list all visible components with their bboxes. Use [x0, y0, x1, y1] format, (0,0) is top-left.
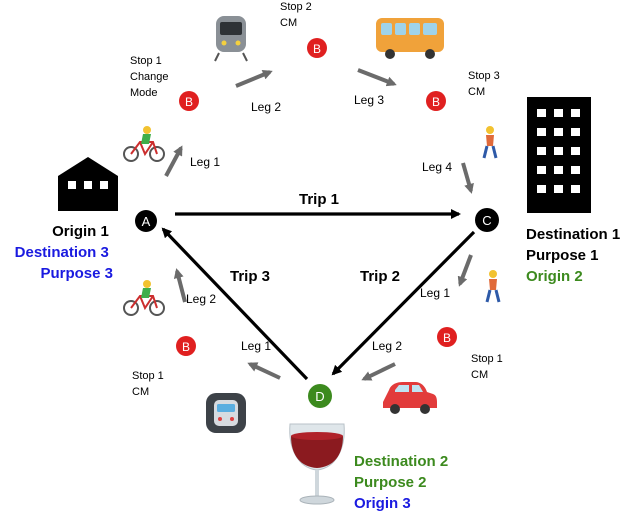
stop-node-trip1-stop1: B: [179, 91, 199, 111]
stop-node-trip1-stop2: B: [307, 38, 327, 58]
svg-text:B: B: [182, 340, 190, 354]
svg-text:B: B: [443, 331, 451, 345]
train-icon: [214, 16, 248, 62]
stop-label-trip1-stop1: Stop 1 Change Mode: [130, 55, 172, 99]
leg-arrow-trip2-leg1: [457, 254, 473, 287]
leg-arrow-trip2-leg2: [361, 362, 396, 381]
bus-icon: [376, 18, 444, 59]
leg-arrow-trip1-leg2: [235, 70, 273, 88]
house-icon: [58, 157, 118, 211]
node-a: A: [135, 210, 157, 232]
walking-person-icon: [485, 270, 501, 303]
svg-text:D: D: [315, 389, 324, 404]
leg-arrow-trip1-leg1: [164, 145, 183, 177]
home-place-label: Origin 1 Destination 3 Purpose 3: [15, 223, 113, 282]
svg-text:B: B: [185, 95, 193, 109]
svg-text:C: C: [482, 213, 491, 228]
wine-glass-icon: [289, 423, 345, 505]
trip2-arrow: [331, 230, 476, 376]
trip3-arrow: [161, 227, 309, 381]
stop-label-trip1-stop3: Stop 3 CM: [468, 70, 503, 98]
bicycle-icon: [123, 126, 165, 162]
car-icon: [383, 382, 437, 414]
bicycle-icon: [123, 280, 165, 316]
stop-node-trip2-stop1: B: [437, 327, 457, 347]
bar-place-label: Destination 2 Purpose 2 Origin 3: [354, 453, 452, 512]
leg-arrow-trip3-leg2: [173, 268, 187, 303]
stop-node-trip3-stop1: B: [176, 336, 196, 356]
leg-label-trip1-leg4: Leg 4: [422, 160, 452, 174]
office-place-label: Destination 1 Purpose 1 Origin 2: [526, 226, 624, 285]
node-d: D: [308, 384, 332, 408]
svg-text:A: A: [142, 214, 151, 229]
svg-text:B: B: [313, 42, 321, 56]
walking-person-icon: [482, 126, 498, 159]
leg-label-trip3-leg1: Leg 1: [241, 339, 271, 353]
trip3-label: Trip 3: [230, 268, 270, 285]
leg-label-trip2-leg2: Leg 2: [372, 339, 402, 353]
trip2-label: Trip 2: [360, 268, 400, 285]
stop-label-trip2-stop1: Stop 1 CM: [471, 353, 506, 381]
leg-arrow-trip1-leg4: [461, 162, 474, 194]
office-building-icon: [527, 97, 591, 213]
leg-label-trip1-leg2: Leg 2: [251, 100, 281, 114]
svg-text:B: B: [432, 95, 440, 109]
node-c: C: [475, 208, 499, 232]
stop-node-trip1-stop3: B: [426, 91, 446, 111]
trip1-label: Trip 1: [299, 191, 339, 208]
leg-label-trip3-leg2: Leg 2: [186, 292, 216, 306]
leg-arrow-trip3-leg1: [247, 362, 281, 380]
leg-label-trip1-leg3: Leg 3: [354, 93, 384, 107]
stop-label-trip1-stop2: Stop 2 CM: [280, 1, 315, 29]
stop-label-trip3-stop1: Stop 1 CM: [132, 370, 167, 398]
metro-icon: [206, 393, 246, 433]
leg-label-trip2-leg1: Leg 1: [420, 286, 450, 300]
leg-label-trip1-leg1: Leg 1: [190, 155, 220, 169]
leg-arrow-trip1-leg3: [357, 68, 397, 87]
